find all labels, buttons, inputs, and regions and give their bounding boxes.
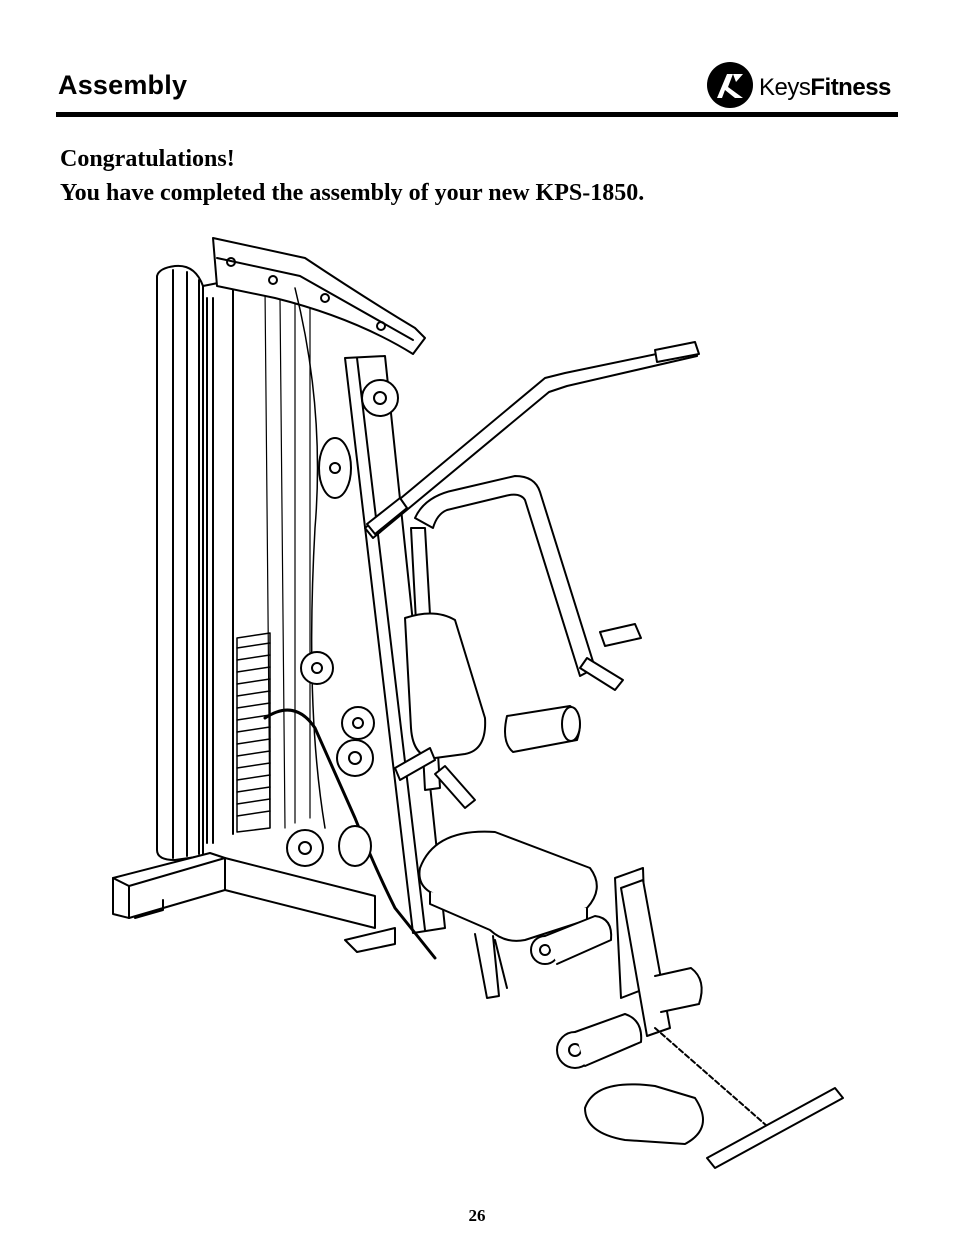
brand-name-prefix: Keys [759,74,811,101]
seat [418,830,598,942]
section-title: Assembly [58,70,188,100]
foot-plate [584,1083,704,1145]
pec-pad [504,705,581,753]
home-gym-illustration [112,237,844,1169]
chain-handle [654,1027,844,1169]
page-number: 26 [468,1206,486,1225]
main-upright [344,355,446,934]
keysfitness-logo: KeysFitness [703,58,903,112]
guide-rods [264,287,311,829]
weight-stack-tower [156,264,234,861]
arm-rollers [338,747,476,867]
backrest [404,612,487,759]
header-divider [56,112,898,117]
logo-emblem-icon [707,62,753,108]
pulleys [286,379,399,867]
lower-frame-curve [263,708,437,960]
base-frame [112,852,396,953]
lat-bar [364,341,700,539]
congratulations-heading: Congratulations! [60,146,235,172]
leg-extension [530,867,703,1069]
seat-post [474,933,508,999]
shroud-panel [294,287,326,829]
completion-heading: You have completed the assembly of your … [60,180,645,206]
weight-plates [236,632,271,833]
top-beam [212,237,426,355]
brand-name: KeysFitness [759,74,891,102]
brand-name-suffix: Fitness [810,74,891,101]
